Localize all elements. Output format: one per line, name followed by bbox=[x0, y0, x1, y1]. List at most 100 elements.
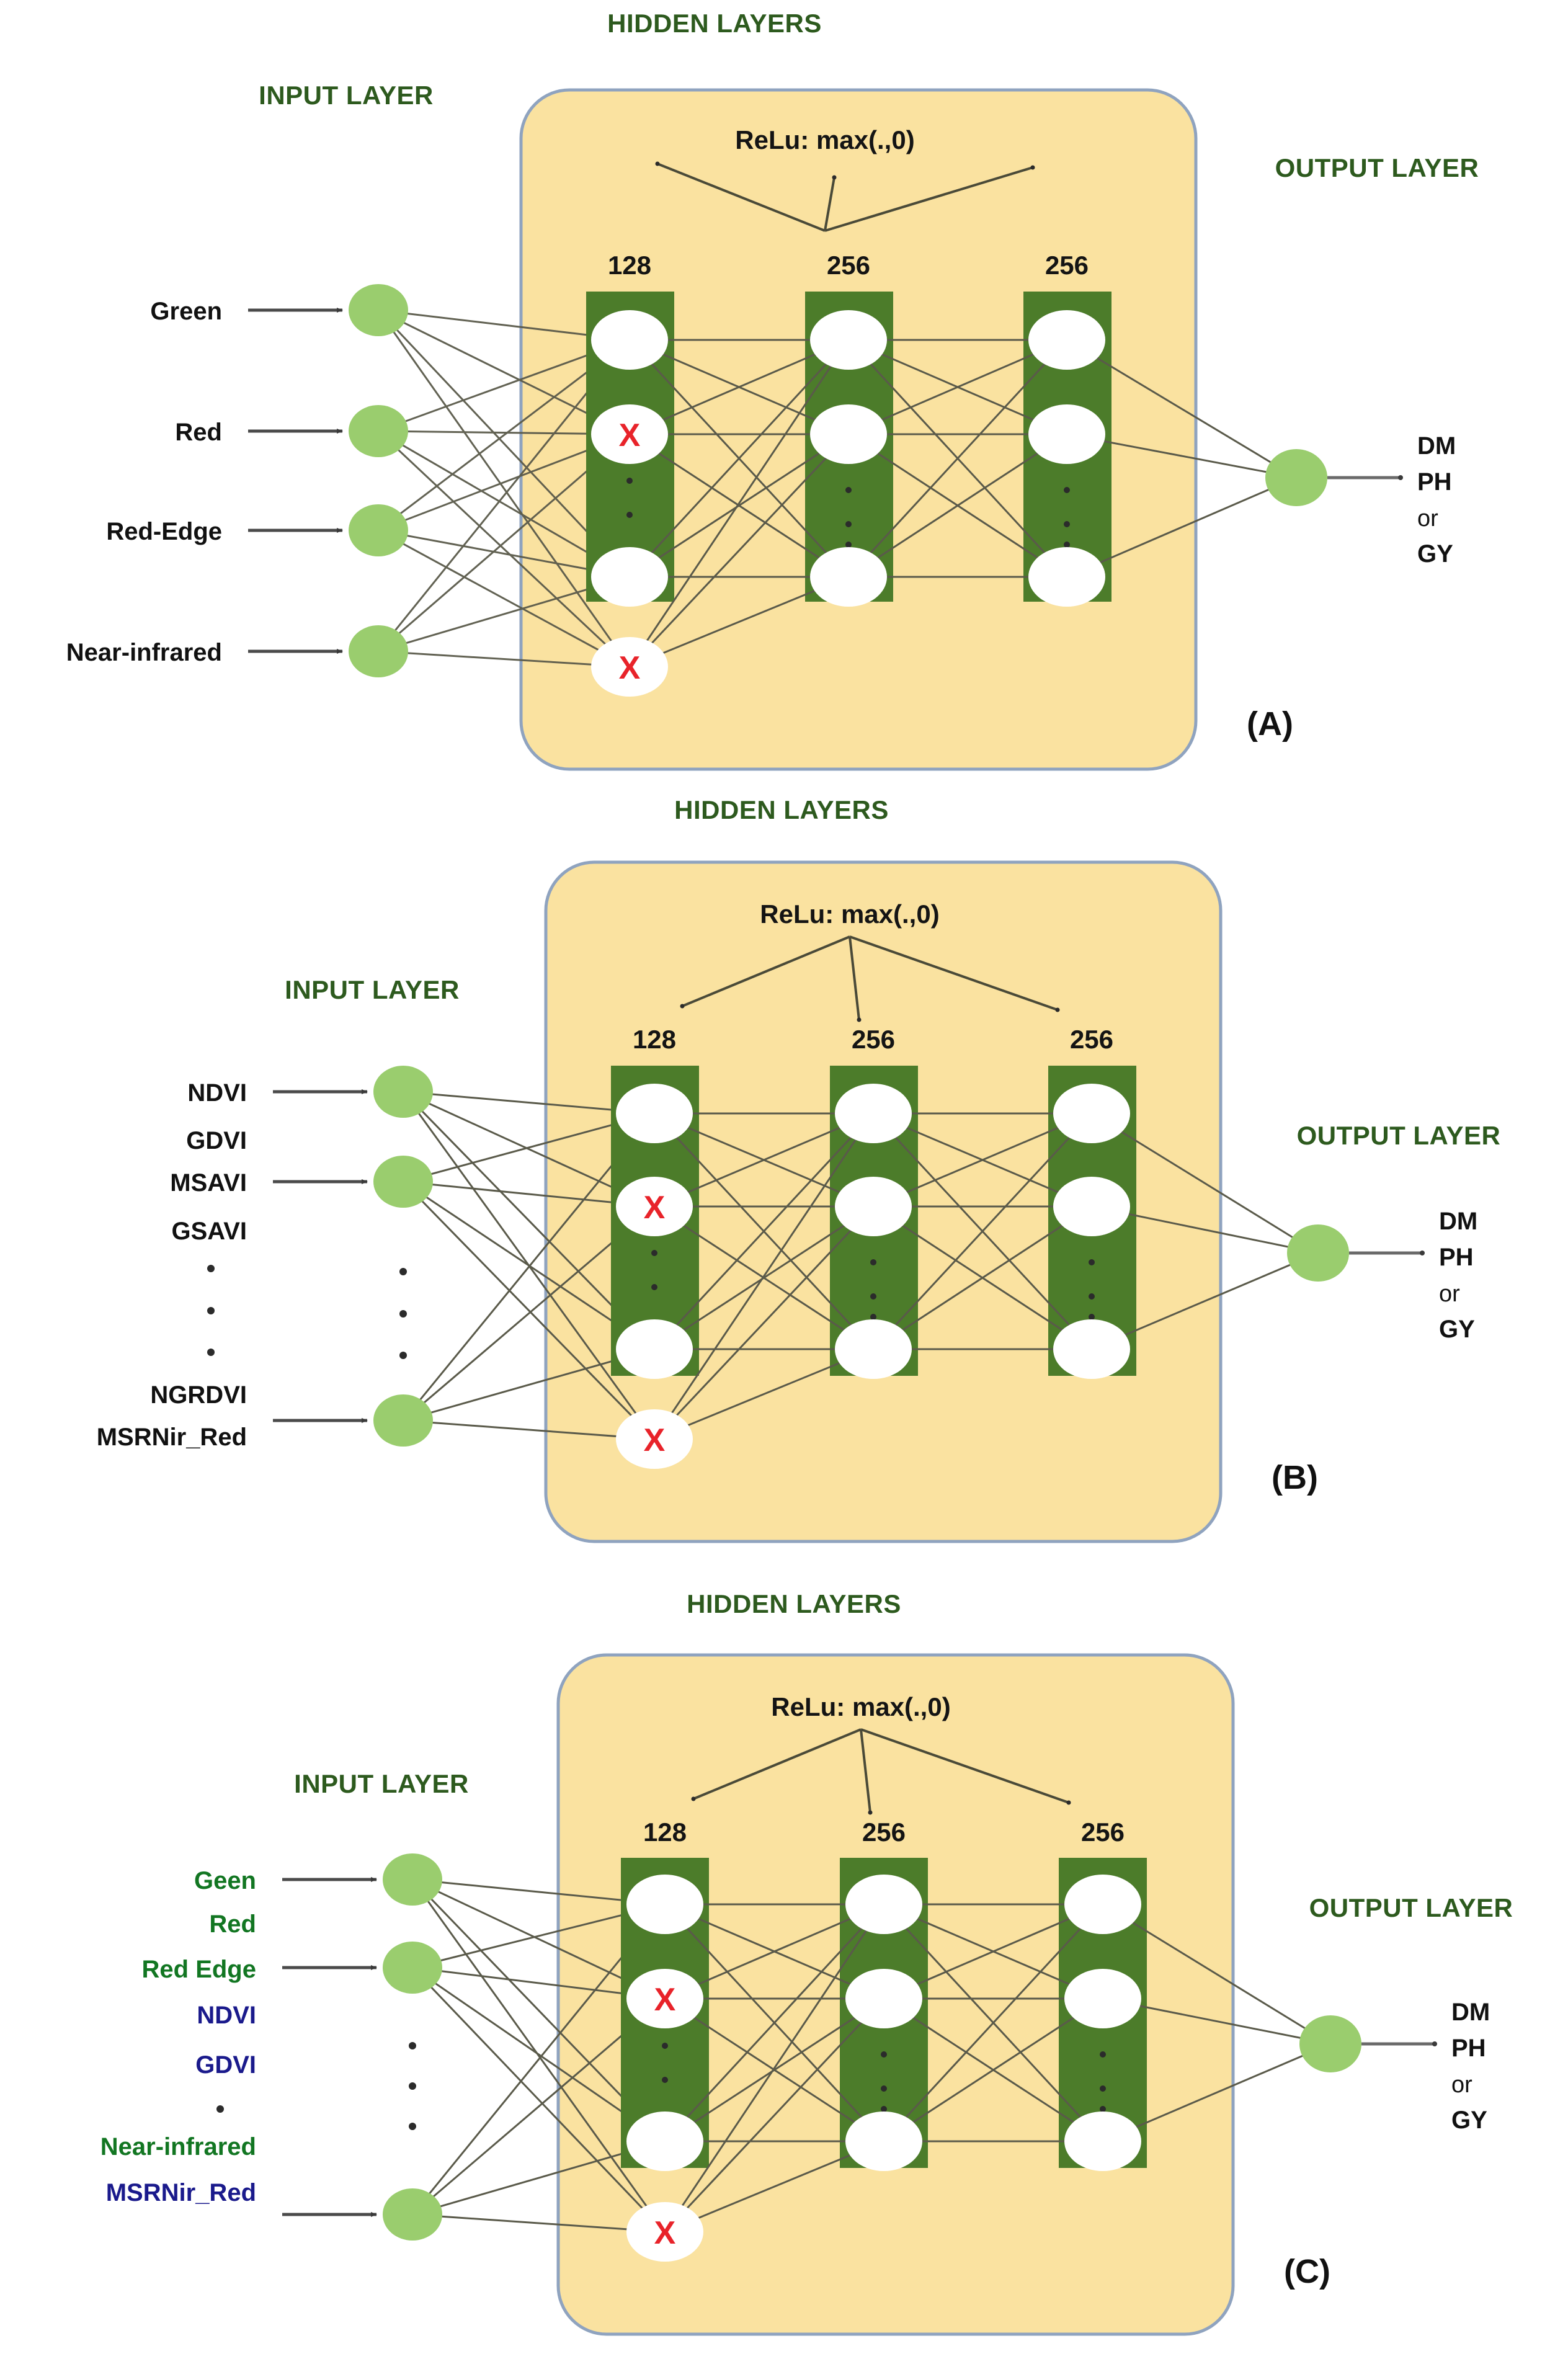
input-node[interactable] bbox=[373, 1394, 433, 1447]
hidden-node[interactable] bbox=[1028, 310, 1105, 370]
hidden-node[interactable] bbox=[845, 2112, 922, 2171]
hidden-node-dropped[interactable]: X bbox=[591, 637, 668, 697]
ellipsis-dot bbox=[626, 478, 633, 484]
dropout-x-icon: X bbox=[644, 1190, 666, 1226]
hidden-layers-heading-c: HIDDEN LAYERS bbox=[687, 1589, 901, 1618]
hidden-count-3-b: 256 bbox=[1070, 1025, 1113, 1054]
hidden-node-dropped[interactable]: X bbox=[616, 1177, 693, 1236]
hidden-node-dropped[interactable]: X bbox=[591, 404, 668, 464]
hidden-node[interactable] bbox=[810, 310, 887, 370]
input-node[interactable] bbox=[373, 1066, 433, 1118]
input-ellipsis-c bbox=[216, 2105, 224, 2113]
activation-label-b: ReLu: max(.,0) bbox=[760, 899, 939, 929]
input-layer-heading-c: INPUT LAYER bbox=[294, 1769, 469, 1798]
input-label: NDVI bbox=[187, 1079, 247, 1107]
output-target: DM bbox=[1451, 1999, 1490, 2026]
ellipsis-dot bbox=[626, 512, 633, 518]
hidden-node-dropped[interactable]: X bbox=[626, 1969, 703, 2028]
panel-tag-a: (A) bbox=[1247, 705, 1293, 742]
ellipsis-dot bbox=[881, 2051, 887, 2058]
input-rows-a: Green Red Red-Edge Near-infrared bbox=[66, 284, 408, 677]
hidden-node[interactable] bbox=[835, 1319, 912, 1379]
output-target: DM bbox=[1417, 432, 1456, 460]
ellipsis-dot bbox=[845, 487, 852, 493]
hidden-nodes-col1-a: X X bbox=[591, 310, 668, 697]
hidden-nodes-col2-a bbox=[810, 310, 887, 607]
input-node[interactable] bbox=[349, 504, 408, 556]
input-node[interactable] bbox=[383, 1853, 442, 1906]
ellipsis-dot bbox=[1064, 487, 1070, 493]
hidden-node[interactable] bbox=[1053, 1177, 1130, 1236]
hidden-node-dropped[interactable]: X bbox=[616, 1409, 693, 1469]
hidden-node[interactable] bbox=[1064, 2112, 1141, 2171]
input-node[interactable] bbox=[349, 284, 408, 336]
output-target: PH bbox=[1417, 468, 1452, 496]
activation-label-c: ReLu: max(.,0) bbox=[771, 1692, 950, 1721]
hidden-node[interactable] bbox=[1028, 547, 1105, 607]
hidden-node[interactable] bbox=[1064, 1875, 1141, 1934]
ellipsis-dot bbox=[1100, 2051, 1106, 2058]
hidden-node[interactable] bbox=[1028, 404, 1105, 464]
hidden-count-1-c: 128 bbox=[643, 1817, 687, 1847]
output-layer-heading-b: OUTPUT LAYER bbox=[1297, 1121, 1501, 1150]
ellipsis-dot bbox=[651, 1250, 657, 1256]
dropout-x-icon: X bbox=[619, 650, 641, 686]
hidden-node[interactable] bbox=[616, 1084, 693, 1143]
input-node[interactable] bbox=[383, 1942, 442, 1994]
input-node[interactable] bbox=[349, 405, 408, 457]
hidden-node[interactable] bbox=[616, 1319, 693, 1379]
hidden-node[interactable] bbox=[1053, 1319, 1130, 1379]
ellipsis-dot bbox=[1089, 1314, 1095, 1320]
hidden-node[interactable] bbox=[591, 547, 668, 607]
input-label: Red Edge bbox=[142, 1956, 256, 1983]
hidden-node[interactable] bbox=[810, 404, 887, 464]
output-node-b[interactable] bbox=[1287, 1224, 1349, 1282]
hidden-node[interactable] bbox=[835, 1177, 912, 1236]
input-label: Near-infrared bbox=[100, 2133, 256, 2161]
hidden-count-1-b: 128 bbox=[633, 1025, 676, 1054]
activation-pointers-c bbox=[691, 1728, 1071, 1815]
hidden-node[interactable] bbox=[845, 1875, 922, 1934]
hidden-count-3-a: 256 bbox=[1045, 251, 1089, 280]
input-label: MSRNir_Red bbox=[106, 2179, 256, 2206]
hidden-node[interactable] bbox=[626, 2112, 703, 2171]
hidden-node[interactable] bbox=[810, 547, 887, 607]
input-node[interactable] bbox=[383, 2188, 442, 2241]
input-node[interactable] bbox=[349, 625, 408, 677]
ellipsis-dot bbox=[1100, 2106, 1106, 2112]
hidden-node[interactable] bbox=[1053, 1084, 1130, 1143]
hidden-count-2-c: 256 bbox=[862, 1817, 906, 1847]
ellipsis-dot bbox=[870, 1314, 876, 1320]
hidden-node[interactable] bbox=[626, 1875, 703, 1934]
hidden-count-1-a: 128 bbox=[608, 251, 651, 280]
ellipsis-dot bbox=[651, 1284, 657, 1290]
input-node[interactable] bbox=[373, 1156, 433, 1208]
ellipsis-dot bbox=[881, 2085, 887, 2092]
hidden-nodes-col3-b bbox=[1053, 1084, 1130, 1379]
panel-c: HIDDEN LAYERS INPUT LAYER OUTPUT LAYER R… bbox=[100, 1589, 1513, 2336]
hidden-node-dropped[interactable]: X bbox=[626, 2202, 703, 2262]
output-target: GY bbox=[1439, 1316, 1475, 1343]
hidden-node[interactable] bbox=[591, 310, 668, 370]
hidden-count-2-a: 256 bbox=[827, 251, 870, 280]
hidden-node[interactable] bbox=[845, 1969, 922, 2028]
ellipsis-dot bbox=[1064, 542, 1070, 548]
output-node-a[interactable] bbox=[1265, 449, 1327, 506]
hidden-node[interactable] bbox=[1064, 1969, 1141, 2028]
ellipsis-dot bbox=[662, 2077, 668, 2083]
hidden-node[interactable] bbox=[835, 1084, 912, 1143]
output-target: or bbox=[1451, 2072, 1472, 2098]
ellipsis-dot bbox=[870, 1293, 876, 1300]
hidden-nodes-col1-c: X X bbox=[626, 1875, 703, 2262]
ellipsis-dot bbox=[881, 2106, 887, 2112]
output-node-c[interactable] bbox=[1299, 2015, 1361, 2072]
hidden-nodes-col3-a bbox=[1028, 310, 1105, 607]
ellipsis-dot bbox=[1064, 521, 1070, 527]
ellipsis-dot bbox=[1089, 1293, 1095, 1300]
hidden-nodes-col1-b: X X bbox=[616, 1084, 693, 1469]
hidden-layers-heading-b: HIDDEN LAYERS bbox=[674, 795, 889, 824]
activation-label-a: ReLu: max(.,0) bbox=[735, 125, 914, 154]
output-target: or bbox=[1439, 1281, 1460, 1307]
input-label: Red bbox=[175, 419, 222, 446]
